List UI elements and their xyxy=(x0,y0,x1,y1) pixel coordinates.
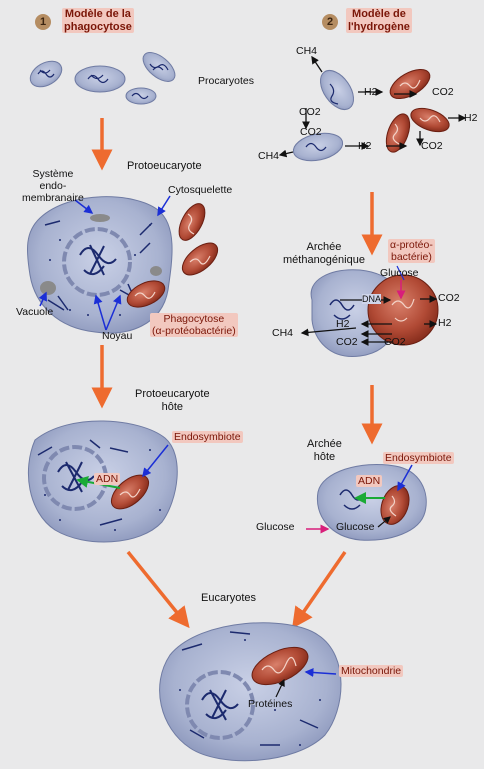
label-h-co2-1: CO2 xyxy=(432,86,454,98)
arrow-merge-left xyxy=(126,550,190,629)
model-2-title: Modèle de l'hydrogène xyxy=(346,8,412,34)
hydrogen-arrows xyxy=(278,55,467,158)
label-endosymbiote-left: Endosymbiote xyxy=(172,431,243,444)
label-protoeucaryote-hote: Protoeucaryote hôte xyxy=(135,388,210,413)
label-h-h2-3: H2 xyxy=(358,140,372,152)
label-alpha-proteobacterie: α-protéo- bactérie) xyxy=(388,239,435,264)
model-1-title: Modèle de la phagocytose xyxy=(62,8,134,34)
label-glucose-inside: Glucose xyxy=(336,521,375,533)
eucaryote-cell xyxy=(159,622,342,762)
label-ch4-a: CH4 xyxy=(272,327,294,339)
label-protoeucaryote: Protoeucaryote xyxy=(127,160,202,172)
label-adn-left: ADN xyxy=(94,473,121,486)
label-h2-b: H2 xyxy=(336,318,350,330)
label-proteines: Protéines xyxy=(248,698,293,710)
label-glucose-top: Glucose xyxy=(380,267,419,279)
label-eucaryotes: Eucaryotes xyxy=(201,592,257,604)
methanogen-with-bacterium xyxy=(310,269,439,357)
label-h-co2-4: CO2 xyxy=(300,126,322,138)
model-1-badge: 1 xyxy=(35,14,51,30)
model-2-badge: 2 xyxy=(322,14,338,30)
label-adn-right: ADN xyxy=(356,475,383,488)
label-phagocytose: Phagocytose (α-protéobactérie) xyxy=(150,313,238,338)
label-procaryotes: Procaryotes xyxy=(198,75,255,87)
label-co2-b: CO2 xyxy=(336,336,358,348)
label-h2-a: H2 xyxy=(438,317,452,329)
label-h-h2-2: H2 xyxy=(464,112,478,124)
label-h-h2-1: H2 xyxy=(364,86,378,98)
hydrogen-model-cells xyxy=(292,68,450,162)
label-archee-hote: Archée hôte xyxy=(307,438,342,463)
label-h-ch4-2: CH4 xyxy=(258,150,280,162)
label-h-co2-3: CO2 xyxy=(421,140,443,152)
label-mitochondrie: Mitochondrie xyxy=(339,665,404,678)
prokaryote-cells xyxy=(29,52,176,105)
label-cytosquelette: Cytosquelette xyxy=(168,184,233,196)
label-co2-c: CO2 xyxy=(384,336,406,348)
label-glucose-outside: Glucose xyxy=(256,521,295,533)
label-noyau: Noyau xyxy=(102,330,133,342)
label-endosymbiote-right: Endosymbiote xyxy=(383,452,454,465)
label-h-ch4-1: CH4 xyxy=(296,45,318,57)
label-systeme-endomembranaire: Système endo- membranaire xyxy=(22,168,84,205)
free-bacteria xyxy=(126,203,219,308)
arrow-merge-right xyxy=(292,551,347,629)
label-dna: DNA xyxy=(362,294,382,305)
label-h-co2-2: CO2 xyxy=(299,106,321,118)
label-co2-a: CO2 xyxy=(438,292,460,304)
label-vacuole: Vacuole xyxy=(16,306,54,318)
label-archee-methanogenique: Archée méthanogénique xyxy=(283,241,365,266)
